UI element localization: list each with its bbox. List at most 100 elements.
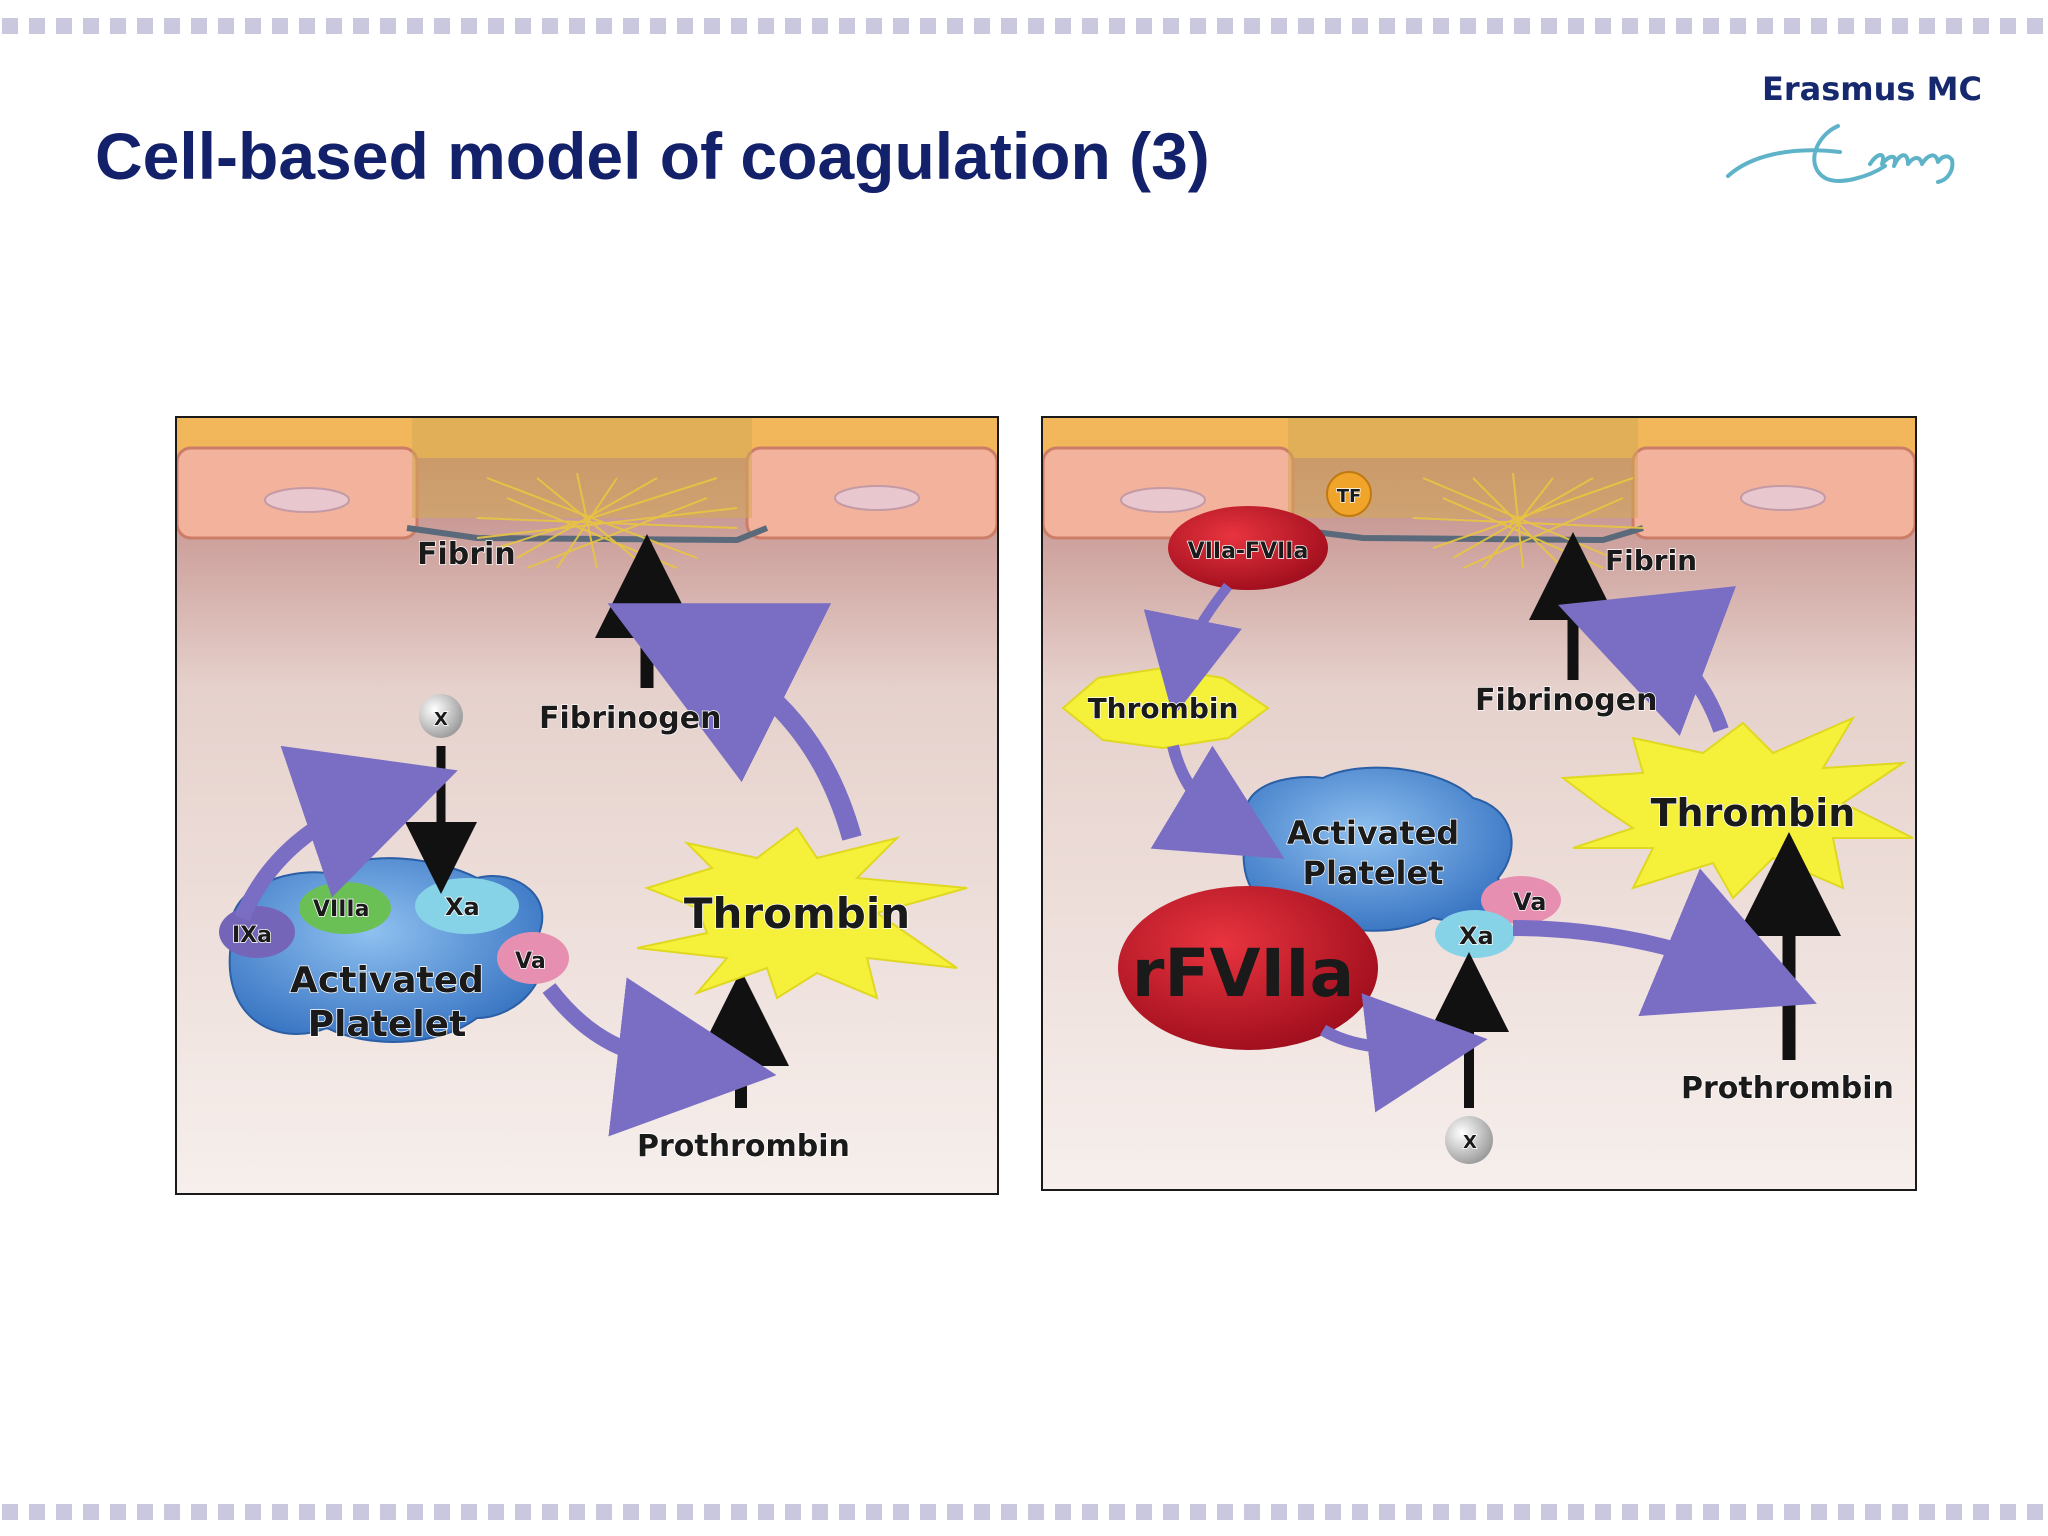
border-dash xyxy=(704,1504,720,1520)
border-dash xyxy=(1514,1504,1530,1520)
border-dash xyxy=(272,18,288,34)
border-dash xyxy=(623,1504,639,1520)
border-dash xyxy=(866,1504,882,1520)
border-dash xyxy=(2027,18,2043,34)
border-dash xyxy=(1973,1504,1989,1520)
border-dash xyxy=(785,18,801,34)
border-dash xyxy=(1703,18,1719,34)
border-dash xyxy=(245,18,261,34)
border-dash xyxy=(1298,1504,1314,1520)
logo-signature-icon xyxy=(1726,124,1955,184)
activated-platelet-right-line2: Platelet xyxy=(1303,854,1444,892)
border-dash xyxy=(218,1504,234,1520)
border-dash xyxy=(1541,1504,1557,1520)
border-dash xyxy=(893,1504,909,1520)
border-dash xyxy=(569,18,585,34)
border-dash xyxy=(1055,18,1071,34)
border-dash xyxy=(380,1504,396,1520)
border-dash xyxy=(1784,1504,1800,1520)
border-dash xyxy=(1946,18,1962,34)
border-dash xyxy=(1190,18,1206,34)
border-dash xyxy=(515,18,531,34)
border-dash xyxy=(1271,1504,1287,1520)
border-dash xyxy=(596,18,612,34)
border-dash xyxy=(1163,1504,1179,1520)
border-dash xyxy=(110,1504,126,1520)
border-dash xyxy=(1109,18,1125,34)
border-dash xyxy=(1028,18,1044,34)
border-dash xyxy=(677,18,693,34)
thrombin-small-label: Thrombin xyxy=(1088,692,1239,725)
border-dash xyxy=(650,1504,666,1520)
border-dash xyxy=(920,18,936,34)
border-dash xyxy=(1406,1504,1422,1520)
border-dash xyxy=(110,18,126,34)
border-dash xyxy=(650,18,666,34)
border-dash xyxy=(1406,18,1422,34)
coagulation-diagram-left: Fibrin Fibrinogen X IXa VIIIa Xa Va Acti… xyxy=(175,416,999,1195)
thrombin-large-label: Thrombin xyxy=(1651,791,1856,835)
border-dash xyxy=(191,18,207,34)
fibrinogen-label: Fibrinogen xyxy=(539,701,721,736)
border-dash xyxy=(515,1504,531,1520)
border-dash xyxy=(1244,1504,1260,1520)
border-dash xyxy=(1811,18,1827,34)
border-dash xyxy=(785,1504,801,1520)
border-dash xyxy=(326,1504,342,1520)
border-dash xyxy=(542,18,558,34)
border-dash xyxy=(353,18,369,34)
border-dash xyxy=(1190,1504,1206,1520)
border-dash xyxy=(1298,18,1314,34)
border-dash xyxy=(488,18,504,34)
border-dash xyxy=(407,18,423,34)
border-dash xyxy=(1730,1504,1746,1520)
border-dash xyxy=(1136,18,1152,34)
xa-label: Xa xyxy=(445,893,480,921)
border-dash xyxy=(1919,1504,1935,1520)
va-label: Va xyxy=(515,949,546,974)
activated-platelet-right-line1: Activated xyxy=(1287,814,1459,852)
diagram-left-drawing: Fibrin Fibrinogen X IXa VIIIa Xa Va Acti… xyxy=(177,418,997,1193)
border-dash xyxy=(569,1504,585,1520)
border-dash xyxy=(1865,18,1881,34)
activated-platelet-label-line2: Platelet xyxy=(308,1004,467,1045)
border-dash xyxy=(56,1504,72,1520)
border-dash xyxy=(137,18,153,34)
border-dash xyxy=(704,18,720,34)
border-dash xyxy=(1649,18,1665,34)
border-dash xyxy=(326,18,342,34)
border-dash xyxy=(434,1504,450,1520)
border-dash xyxy=(1379,18,1395,34)
border-dash xyxy=(2,1504,18,1520)
border-dash xyxy=(1001,18,1017,34)
border-dash xyxy=(1325,1504,1341,1520)
border-dash xyxy=(1568,1504,1584,1520)
border-dash xyxy=(974,18,990,34)
border-dash xyxy=(1082,1504,1098,1520)
border-dash xyxy=(1055,1504,1071,1520)
top-dashed-border xyxy=(0,18,2048,34)
border-dash xyxy=(1622,1504,1638,1520)
border-dash xyxy=(272,1504,288,1520)
coagulation-diagram-right: TF VIIa-FVIIa Fibrin Fibrinogen Thrombin… xyxy=(1041,416,1917,1191)
erasmus-mc-logo: Erasmus MC xyxy=(1720,70,2010,200)
border-dash xyxy=(1838,18,1854,34)
border-dash xyxy=(731,1504,747,1520)
border-dash xyxy=(623,18,639,34)
border-dash xyxy=(947,1504,963,1520)
border-dash xyxy=(1217,1504,1233,1520)
border-dash xyxy=(1487,1504,1503,1520)
border-dash xyxy=(488,1504,504,1520)
border-dash xyxy=(299,18,315,34)
border-dash xyxy=(1433,1504,1449,1520)
va-label-right: Va xyxy=(1513,888,1546,916)
border-dash xyxy=(164,18,180,34)
slide-title: Cell-based model of coagulation (3) xyxy=(95,119,1210,193)
logo-wordmark: Erasmus MC xyxy=(1762,70,1982,108)
prothrombin-label-right: Prothrombin xyxy=(1681,1071,1894,1106)
border-dash xyxy=(731,18,747,34)
thrombin-label: Thrombin xyxy=(684,889,910,938)
border-dash xyxy=(596,1504,612,1520)
factor-x-label: X xyxy=(434,709,448,730)
border-dash xyxy=(1757,18,1773,34)
